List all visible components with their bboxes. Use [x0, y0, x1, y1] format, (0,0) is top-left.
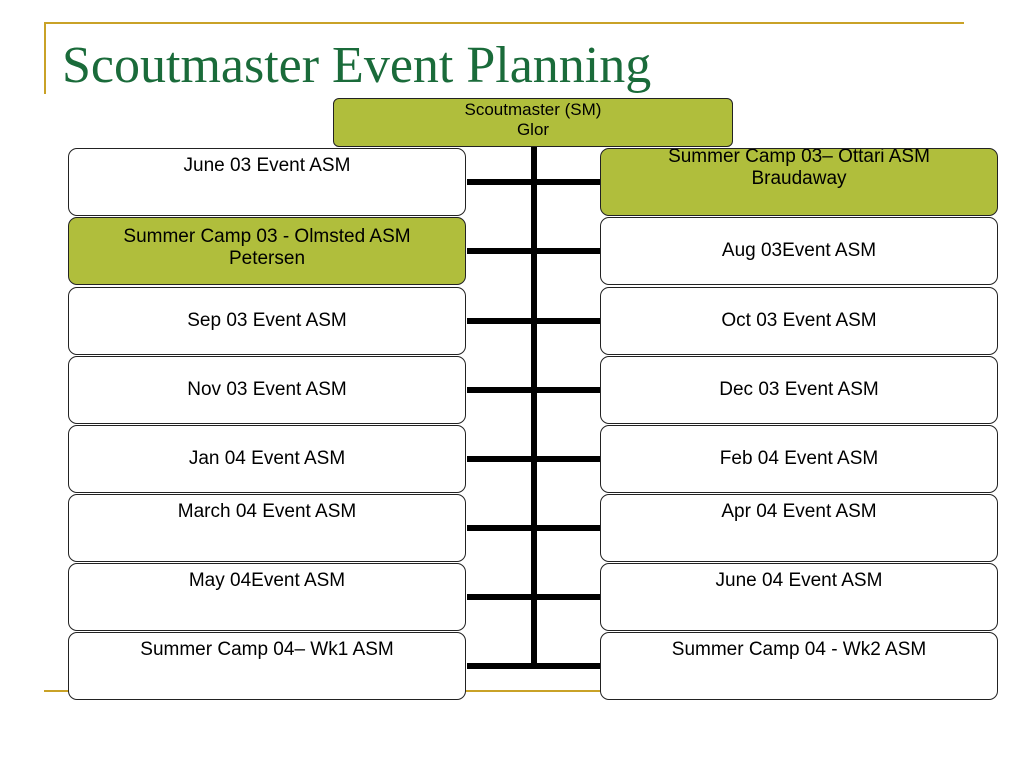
left-event-7: May 04Event ASM: [68, 563, 466, 631]
left-event-3: Sep 03 Event ASM: [68, 287, 466, 355]
left-event-8: Summer Camp 04– Wk1 ASM: [68, 632, 466, 700]
event-label: May 04Event ASM: [188, 570, 346, 591]
event-label: Summer Camp 03 - Olmsted ASM: [123, 226, 411, 247]
event-label: March 04 Event ASM: [177, 501, 357, 522]
right-event-1: Summer Camp 03– Ottari ASM Braudaway: [600, 148, 998, 216]
left-event-6: March 04 Event ASM: [68, 494, 466, 562]
scoutmaster-box: Scoutmaster (SM) Glor: [333, 98, 733, 147]
right-event-2: Aug 03Event ASM: [600, 217, 998, 285]
page-title: Scoutmaster Event Planning: [62, 37, 652, 94]
left-event-2: Summer Camp 03 - Olmsted ASM Petersen: [68, 217, 466, 285]
event-label: Summer Camp 03– Ottari ASM: [668, 148, 930, 167]
frame-left-rule: [44, 22, 46, 94]
left-event-1: June 03 Event ASM: [68, 148, 466, 216]
scoutmaster-name: Glor: [516, 120, 550, 139]
event-label: Aug 03Event ASM: [721, 240, 877, 261]
event-leader: Braudaway: [751, 168, 847, 189]
event-leader: Petersen: [228, 248, 306, 269]
event-label: June 03 Event ASM: [183, 155, 351, 176]
right-event-8: Summer Camp 04 - Wk2 ASM: [600, 632, 998, 700]
left-event-5: Jan 04 Event ASM: [68, 425, 466, 493]
right-event-7: June 04 Event ASM: [600, 563, 998, 631]
right-event-5: Feb 04 Event ASM: [600, 425, 998, 493]
left-event-4: Nov 03 Event ASM: [68, 356, 466, 424]
event-label: Feb 04 Event ASM: [719, 448, 879, 469]
right-event-6: Apr 04 Event ASM: [600, 494, 998, 562]
event-label: Apr 04 Event ASM: [721, 501, 877, 522]
event-label: Summer Camp 04– Wk1 ASM: [140, 639, 394, 660]
event-label: Oct 03 Event ASM: [721, 310, 877, 331]
event-label: Dec 03 Event ASM: [719, 379, 879, 400]
event-label: June 04 Event ASM: [715, 570, 883, 591]
event-label: Jan 04 Event ASM: [188, 448, 346, 469]
event-label: Sep 03 Event ASM: [187, 310, 347, 331]
event-label: Summer Camp 04 - Wk2 ASM: [671, 639, 927, 660]
frame-top-rule: [44, 22, 964, 24]
scoutmaster-title: Scoutmaster (SM): [464, 100, 602, 119]
right-event-3: Oct 03 Event ASM: [600, 287, 998, 355]
event-label: Nov 03 Event ASM: [187, 379, 347, 400]
right-event-4: Dec 03 Event ASM: [600, 356, 998, 424]
